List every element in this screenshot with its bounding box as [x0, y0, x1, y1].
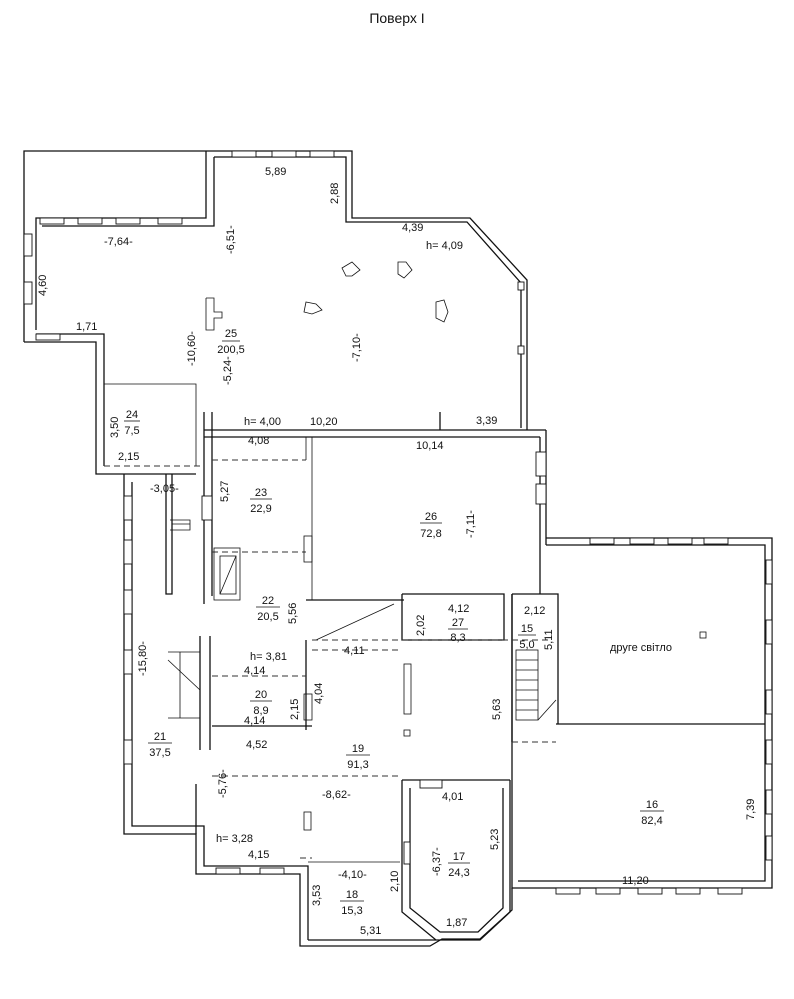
svg-text:22,9: 22,9	[250, 503, 271, 515]
dim: -8,62-	[322, 789, 351, 801]
dim: -3,05-	[150, 483, 179, 495]
svg-text:5,0: 5,0	[519, 639, 534, 651]
dim: 1,87	[446, 917, 467, 929]
second-light-label: друге світло	[610, 642, 672, 654]
svg-text:22: 22	[262, 595, 274, 607]
dim: 4,01	[442, 791, 463, 803]
dim: 7,39	[745, 799, 757, 820]
dim: 4,14	[244, 715, 265, 727]
dim: 1,71	[76, 321, 97, 333]
dim: -7,64-	[104, 236, 133, 248]
dim: h= 4,09	[426, 240, 463, 252]
dim: -6,51-	[225, 225, 237, 254]
dim: 5,63	[491, 699, 503, 720]
svg-text:26: 26	[425, 511, 437, 523]
dim: h= 3,28	[216, 833, 253, 845]
dashed-partitions	[104, 459, 556, 859]
dim: -4,10-	[338, 869, 367, 881]
room-21: 21 37,5	[148, 731, 172, 759]
dim: 3,39	[476, 415, 497, 427]
stair-15	[515, 649, 557, 721]
svg-text:7,5: 7,5	[124, 425, 139, 437]
svg-text:21: 21	[154, 731, 166, 743]
dim: 2,02	[415, 615, 427, 636]
dim: -5,76-	[217, 769, 229, 798]
dim: 2,15	[289, 699, 301, 720]
svg-text:17: 17	[453, 851, 465, 863]
dim: 4,14	[244, 665, 265, 677]
dim: 5,89	[265, 166, 286, 178]
svg-text:25: 25	[225, 328, 237, 340]
stair-21	[167, 519, 201, 719]
dim: 2,15	[118, 451, 139, 463]
svg-text:15,3: 15,3	[341, 905, 362, 917]
room-labels: 25 200,5 24 7,5 23 22,9 26 72,8 22 20,5 …	[124, 328, 672, 917]
svg-text:24: 24	[126, 409, 138, 421]
dim: 5,27	[219, 481, 231, 502]
room-15: 15 5,0	[518, 623, 536, 651]
svg-text:20: 20	[255, 689, 267, 701]
svg-text:23: 23	[255, 487, 267, 499]
svg-text:24,3: 24,3	[448, 867, 469, 879]
room-25: 25 200,5	[217, 328, 245, 356]
dim: 4,52	[246, 739, 267, 751]
dim: 5,23	[489, 829, 501, 850]
dim: -10,60-	[186, 331, 198, 366]
svg-text:15: 15	[521, 623, 533, 635]
svg-text:82,4: 82,4	[641, 815, 662, 827]
dim: 2,12	[524, 605, 545, 617]
dim: 4,60	[37, 275, 49, 296]
room-22: 22 20,5	[256, 595, 280, 623]
dim: 5,11	[543, 629, 555, 650]
dim: 3,53	[311, 885, 323, 906]
dim: 4,04	[313, 683, 325, 704]
dim: 11,20	[622, 875, 649, 887]
room-27: 27 8,3	[448, 617, 468, 644]
dim: 10,14	[416, 440, 444, 452]
svg-text:72,8: 72,8	[420, 528, 441, 540]
dim: 2,88	[329, 183, 341, 204]
room-18: 18 15,3	[340, 889, 364, 917]
windows	[23, 150, 773, 895]
dim: h= 3,81	[250, 651, 287, 663]
fixtures	[205, 261, 707, 831]
room-17: 17 24,3	[448, 851, 470, 879]
dim: -15,80-	[137, 641, 149, 676]
room-23: 23 22,9	[250, 487, 272, 515]
page-title: Поверх I	[369, 10, 425, 26]
dim: -5,24-	[222, 356, 234, 385]
dim: 3,50	[109, 417, 121, 438]
dim: 10,20	[310, 416, 338, 428]
room-19: 19 91,3	[346, 743, 370, 771]
room-20: 20 8,9	[250, 689, 272, 717]
svg-text:8,9: 8,9	[253, 705, 268, 717]
dim: -6,37-	[431, 847, 443, 876]
svg-text:16: 16	[646, 799, 658, 811]
svg-text:20,5: 20,5	[257, 611, 278, 623]
svg-text:8,3: 8,3	[450, 632, 465, 644]
svg-text:19: 19	[352, 743, 364, 755]
dim: h= 4,00	[244, 416, 281, 428]
dim: 5,31	[360, 925, 381, 937]
dim: 2,10	[389, 871, 401, 892]
dim: 4,12	[448, 603, 469, 615]
dim: 4,39	[402, 222, 423, 234]
dim: 5,56	[287, 603, 299, 624]
svg-text:18: 18	[346, 889, 358, 901]
svg-text:27: 27	[452, 617, 464, 629]
room-26: 26 72,8	[420, 511, 442, 540]
dim: 4,08	[248, 435, 269, 447]
dim: 4,15	[248, 849, 269, 861]
room-16: 16 82,4	[640, 799, 664, 827]
room-24: 24 7,5	[124, 409, 140, 437]
dimension-labels: 5,89 2,88 -7,64- -6,51- 4,39 h= 4,09 4,6…	[37, 166, 757, 937]
svg-text:91,3: 91,3	[347, 759, 368, 771]
dim: -7,11-	[465, 510, 477, 538]
dim: 4,11	[344, 645, 365, 657]
dim: -7,10-	[351, 333, 363, 362]
svg-text:200,5: 200,5	[217, 344, 245, 356]
svg-text:37,5: 37,5	[149, 747, 170, 759]
